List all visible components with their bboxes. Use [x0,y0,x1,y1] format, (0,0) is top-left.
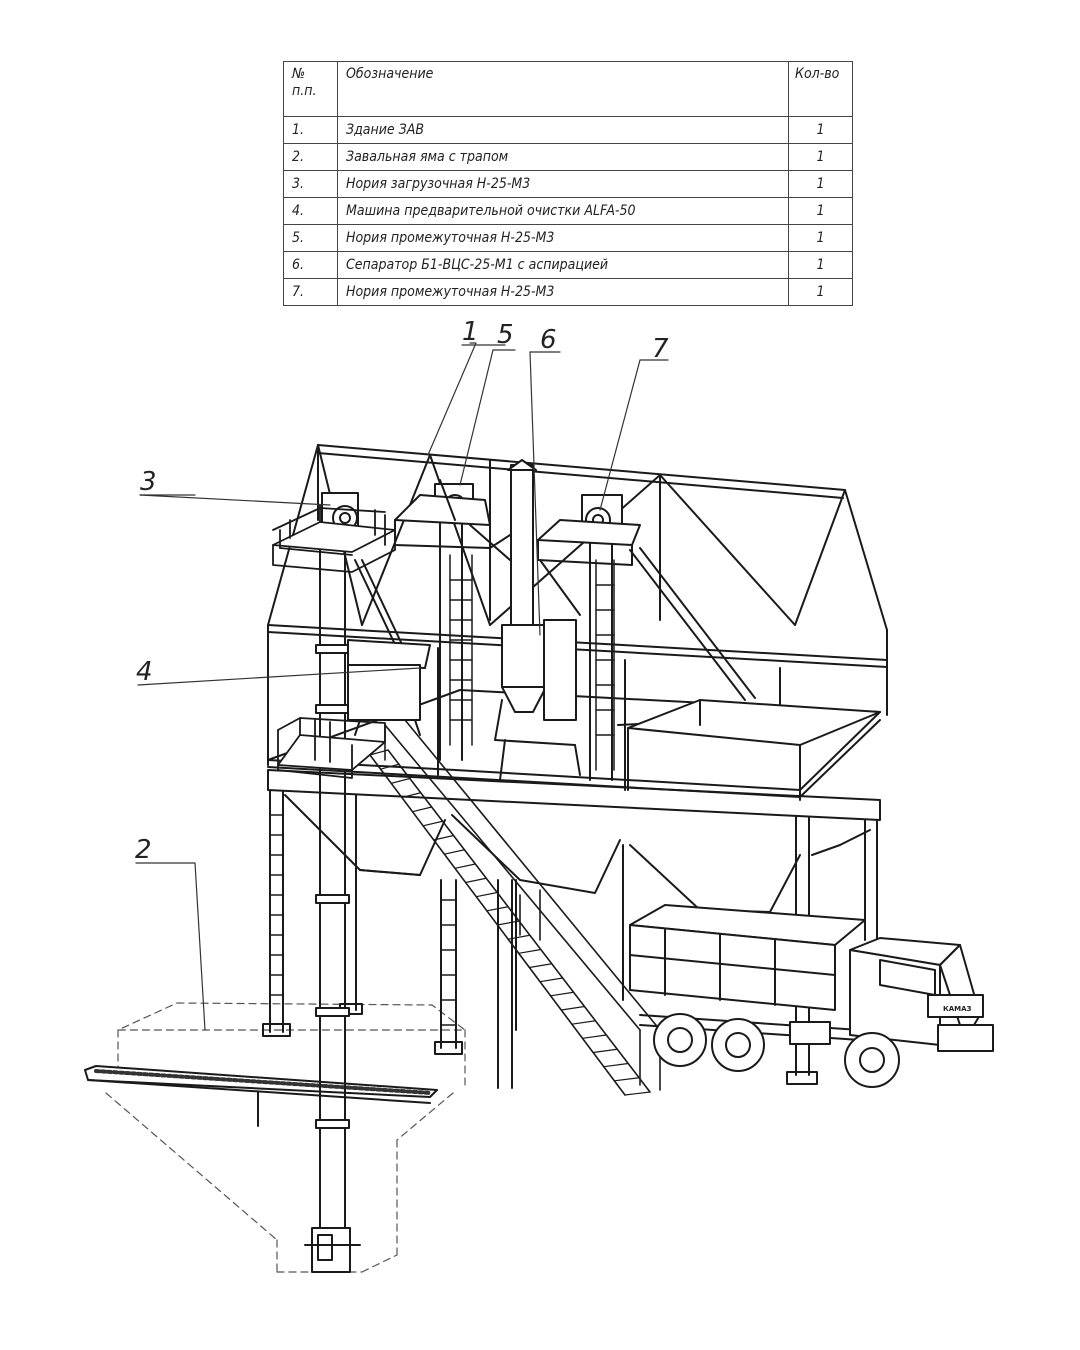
stair-tread [560,1005,586,1011]
stair-tread [496,920,520,926]
header-name: Обозначение [337,61,789,117]
callout-5: 5 [497,320,514,350]
callout-4: 4 [136,657,153,687]
table-row: 6. Сепаратор Б1-ВЦС-25-М1 с аспирацией 1 [283,251,853,279]
storage-bins [267,769,881,913]
row-name: Сепаратор Б1-ВЦС-25-М1 с аспирацией [337,251,789,279]
stair-tread [624,1091,651,1096]
stair-tread [571,1020,597,1025]
stair-tread [518,948,542,954]
stair-tread [433,834,455,841]
pre-cleaning-machine-4 [347,639,431,736]
truck [629,904,994,1088]
separator-6 [494,459,581,781]
stair-tread [465,877,487,884]
stair-tread [380,763,400,770]
table-row: 1. Здание ЗАВ 1 [283,116,853,144]
row-qty: 1 [788,197,853,225]
callout-2: 2 [135,835,152,865]
elevator-7 [537,494,641,781]
stair-tread [550,991,575,997]
callout-1: 1 [462,317,479,347]
stair-tread [401,792,422,799]
elevator-3 [304,492,361,1273]
building-frame [267,444,888,798]
row-qty: 1 [788,278,853,306]
stair-tread [592,1048,618,1054]
callout-6: 6 [540,325,557,355]
stair-tread [507,934,531,940]
stair-tread [613,1077,640,1082]
specification-table: № п.п. Обозначение Кол-во 1. Здание ЗАВ … [283,61,853,306]
stair-tread [475,891,498,898]
middle-ladder [449,554,473,746]
table-row: 7. Нория промежуточная Н-25-М3 1 [283,278,853,306]
table-row: 4. Машина предварительной очистки ALFA-5… [283,197,853,225]
rear-bin-box [627,699,881,801]
table-row: 5. Нория промежуточная Н-25-М3 1 [283,224,853,252]
row-name: Машина предварительной очистки ALFA-50 [337,197,789,225]
row-num: 7. [283,278,338,306]
stair-tread [411,806,433,813]
grain-spouts [354,524,756,701]
stair-tread [422,820,444,827]
row-num: 2. [283,143,338,171]
callout-3: 3 [140,467,157,497]
column-ladder [269,814,457,1026]
row-qty: 1 [788,170,853,198]
stair-tread [581,1034,607,1039]
stair-tread [454,863,476,869]
truck-badge: КАМАЗ [943,1005,972,1013]
row-name: Нория промежуточная Н-25-М3 [337,224,789,252]
stair-tread [539,977,564,983]
grate-ramp [84,1065,438,1127]
leader-lines [135,342,669,1031]
row-name: Завальная яма с трапом [337,143,789,171]
row-num: 5. [283,224,338,252]
stair-tread [390,777,411,784]
stair-treads [369,749,651,1096]
header-qty: Кол-во [788,61,853,117]
callout-7: 7 [652,334,669,364]
stair-tread [528,963,553,969]
stair-tread [603,1062,629,1068]
row-name: Нория промежуточная Н-25-М3 [337,278,789,306]
header-num: № п.п. [283,61,338,117]
stair-tread [486,906,509,912]
row-num: 6. [283,251,338,279]
table-header-row: № п.п. Обозначение Кол-во [283,61,853,117]
stair-tread [369,749,389,756]
receiving-pit [105,1002,466,1273]
table-row: 2. Завальная яма с трапом 1 [283,143,853,171]
right-ladder [595,559,615,771]
stair-tread [443,849,466,855]
